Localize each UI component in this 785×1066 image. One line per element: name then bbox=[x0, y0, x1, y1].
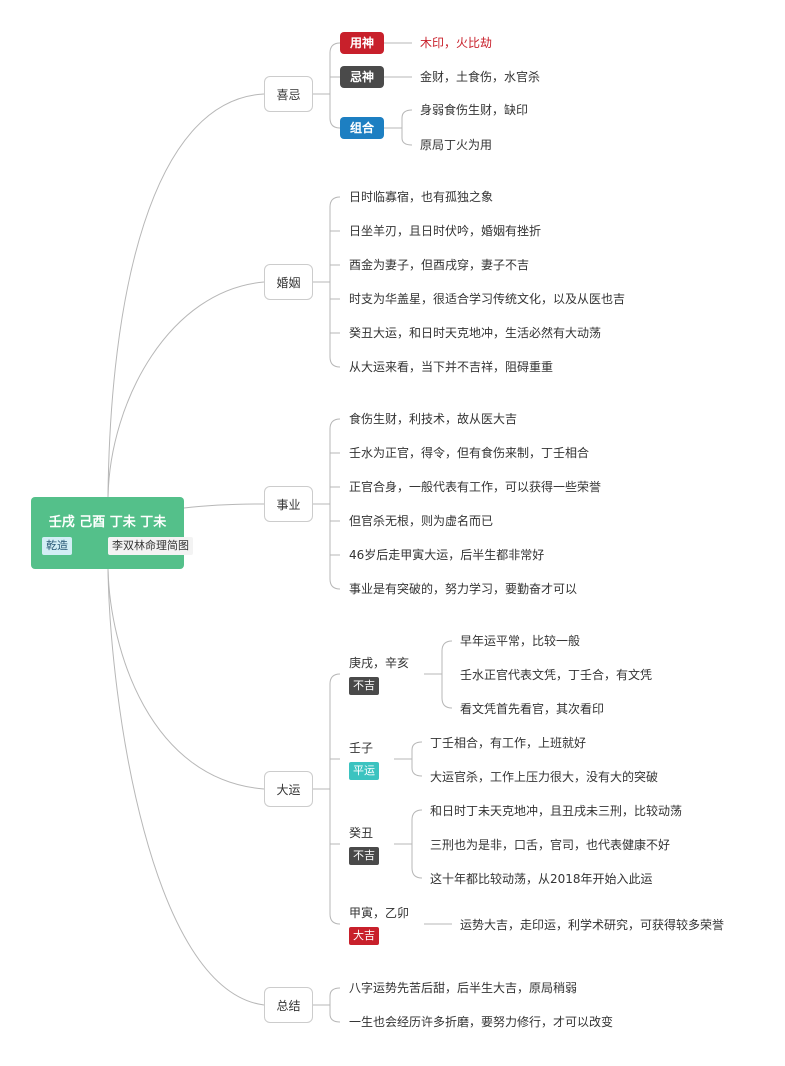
branch-dayun[interactable]: 大运 bbox=[264, 771, 313, 807]
branch-zongjie[interactable]: 总结 bbox=[264, 987, 313, 1023]
dayun-period-name[interactable]: 庚戌，辛亥 bbox=[349, 656, 410, 670]
shiye-item[interactable]: 壬水为正官，得令，但有食伤来制，丁壬相合 bbox=[349, 446, 590, 460]
zuhe-item[interactable]: 身弱食伤生财，缺印 bbox=[420, 103, 529, 117]
hunyin-item[interactable]: 日时临寡宿，也有孤独之象 bbox=[349, 190, 494, 204]
dayun-period-name[interactable]: 壬子 bbox=[349, 741, 374, 755]
root-title: 壬戌 己酉 丁未 丁未 bbox=[48, 515, 167, 530]
dayun-item[interactable]: 壬水正官代表文凭，丁壬合，有文凭 bbox=[460, 668, 653, 682]
shiye-item[interactable]: 但官杀无根，则为虚名而已 bbox=[349, 514, 494, 528]
period-badge-pingyun: 平运 bbox=[349, 762, 379, 780]
root-tag-author: 李双林命理简图 bbox=[108, 537, 193, 555]
hunyin-item[interactable]: 酉金为妻子，但酉戌穿，妻子不吉 bbox=[349, 258, 530, 272]
period-badge-buji: 不吉 bbox=[349, 847, 379, 865]
shiye-item[interactable]: 事业是有突破的，努力学习，要勤奋才可以 bbox=[349, 582, 578, 596]
jishen-text[interactable]: 金财，土食伤，水官杀 bbox=[420, 70, 541, 84]
hunyin-item[interactable]: 日坐羊刃，且日时伏吟，婚姻有挫折 bbox=[349, 224, 542, 238]
branch-xiji[interactable]: 喜忌 bbox=[264, 76, 313, 112]
period-badge-buji: 不吉 bbox=[349, 677, 379, 695]
shiye-item[interactable]: 食伤生财，利技术，故从医大吉 bbox=[349, 412, 518, 426]
dayun-item[interactable]: 这十年都比较动荡，从2018年开始入此运 bbox=[430, 872, 653, 886]
dayun-item[interactable]: 丁壬相合，有工作，上班就好 bbox=[430, 736, 587, 750]
dayun-item[interactable]: 和日时丁未天克地冲，且丑戌未三刑，比较动荡 bbox=[430, 804, 683, 818]
dayun-item[interactable]: 大运官杀，工作上压力很大，没有大的突破 bbox=[430, 770, 659, 784]
dayun-item[interactable]: 看文凭首先看官，其次看印 bbox=[460, 702, 605, 716]
yongshen-badge: 用神 bbox=[340, 32, 384, 54]
root-tag-qianzao: 乾造 bbox=[42, 537, 72, 555]
zuhe-item[interactable]: 原局丁火为用 bbox=[420, 138, 493, 152]
period-badge-daji: 大吉 bbox=[349, 927, 379, 945]
dayun-item[interactable]: 运势大吉，走印运，利学术研究，可获得较多荣誉 bbox=[460, 918, 725, 932]
shiye-item[interactable]: 46岁后走甲寅大运，后半生都非常好 bbox=[349, 548, 545, 562]
zongjie-item[interactable]: 一生也会经历许多折磨，要努力修行，才可以改变 bbox=[349, 1015, 614, 1029]
jishen-badge: 忌神 bbox=[340, 66, 384, 88]
shiye-item[interactable]: 正官合身，一般代表有工作，可以获得一些荣誉 bbox=[349, 480, 602, 494]
hunyin-item[interactable]: 从大运来看，当下并不吉祥，阻碍重重 bbox=[349, 360, 554, 374]
yongshen-text[interactable]: 木印，火比劫 bbox=[420, 36, 493, 50]
branch-hunyin[interactable]: 婚姻 bbox=[264, 264, 313, 300]
hunyin-item[interactable]: 时支为华盖星，很适合学习传统文化，以及从医也吉 bbox=[349, 292, 626, 306]
root-node[interactable]: 壬戌 己酉 丁未 丁未 乾造 李双林命理简图 bbox=[31, 497, 193, 569]
hunyin-item[interactable]: 癸丑大运，和日时天克地冲，生活必然有大动荡 bbox=[349, 326, 602, 340]
dayun-item[interactable]: 早年运平常，比较一般 bbox=[460, 634, 581, 648]
dayun-item[interactable]: 三刑也为是非，口舌，官司，也代表健康不好 bbox=[430, 838, 671, 852]
branch-shiye[interactable]: 事业 bbox=[264, 486, 313, 522]
zuhe-badge: 组合 bbox=[340, 117, 384, 139]
zongjie-item[interactable]: 八字运势先苦后甜，后半生大吉，原局稍弱 bbox=[349, 981, 578, 995]
dayun-period-name[interactable]: 癸丑 bbox=[349, 826, 374, 840]
dayun-period-name[interactable]: 甲寅，乙卯 bbox=[349, 906, 410, 920]
